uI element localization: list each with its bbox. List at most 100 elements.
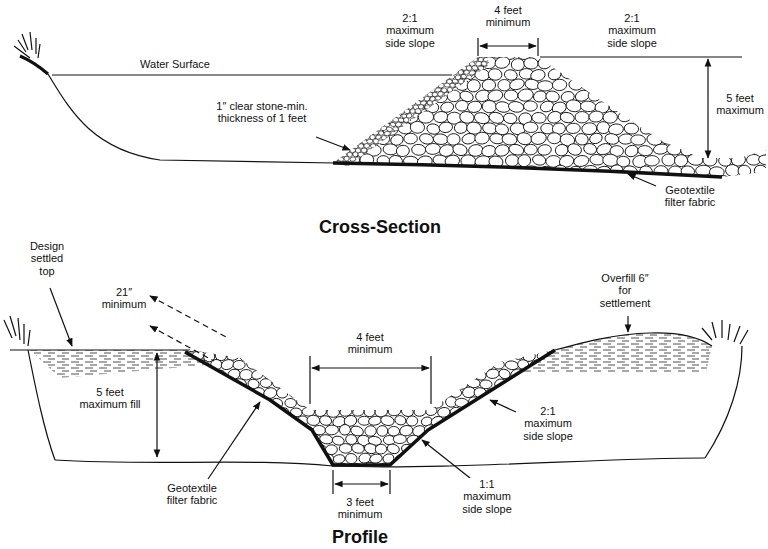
- stone: [554, 339, 569, 353]
- stone: [311, 164, 326, 178]
- stone: [393, 83, 399, 88]
- stone: [340, 74, 346, 79]
- stone: [387, 110, 404, 124]
- stone: [387, 153, 394, 158]
- stone: [271, 472, 282, 482]
- stone: [333, 147, 340, 153]
- stone: [452, 95, 459, 101]
- stone: [432, 48, 439, 54]
- stone: [386, 74, 392, 79]
- stone: [375, 152, 381, 158]
- stone: [339, 77, 354, 91]
- stone: [407, 339, 421, 352]
- stone: [333, 89, 347, 101]
- stone: [361, 175, 376, 187]
- stone: [394, 378, 406, 388]
- stone: [393, 92, 398, 97]
- leader-line: [627, 316, 628, 332]
- stone: [325, 425, 339, 435]
- stone: [302, 351, 314, 361]
- stone: [682, 57, 697, 70]
- stone: [759, 133, 768, 147]
- stone: [457, 139, 464, 145]
- stone: [450, 368, 464, 379]
- stone: [363, 100, 369, 105]
- stone: [398, 74, 404, 80]
- stone: [378, 156, 385, 162]
- stone: [333, 105, 339, 110]
- stone: [195, 395, 211, 408]
- stone: [415, 135, 421, 140]
- stone: [327, 61, 334, 67]
- stone: [341, 48, 347, 53]
- stone: [484, 424, 499, 437]
- stone: [382, 472, 396, 484]
- stone: [412, 96, 418, 102]
- stone: [288, 386, 304, 399]
- stone: [386, 48, 392, 53]
- stone: [324, 83, 330, 88]
- stone: [381, 101, 387, 106]
- stone: [594, 57, 609, 70]
- stone: [463, 121, 470, 127]
- stone: [407, 79, 413, 84]
- stone: [324, 169, 330, 175]
- stone: [639, 78, 655, 92]
- stone: [659, 48, 673, 59]
- dimension-arrow: [312, 367, 429, 368]
- stone: [440, 104, 447, 110]
- stone: [744, 132, 762, 147]
- stone: [313, 332, 325, 343]
- stone: [361, 62, 367, 67]
- stone: [494, 143, 511, 157]
- stone: [551, 36, 567, 49]
- stone: [673, 87, 689, 103]
- stone: [404, 135, 411, 140]
- bank-line: [705, 346, 742, 458]
- stone: [259, 435, 272, 445]
- stone: [450, 117, 456, 122]
- stone: [166, 442, 180, 455]
- stone: [367, 96, 373, 102]
- stone: [381, 59, 395, 71]
- stone: [317, 154, 333, 168]
- stone: [530, 176, 545, 187]
- stone: [455, 100, 469, 111]
- stone: [754, 79, 767, 91]
- stone: [467, 434, 480, 447]
- stone: [330, 135, 336, 141]
- stone: [453, 61, 459, 66]
- stone: [376, 144, 381, 149]
- water-surface-line: [52, 74, 452, 75]
- stone: [510, 445, 523, 454]
- stone: [335, 57, 342, 62]
- stone: [344, 131, 350, 136]
- stone: [378, 113, 384, 119]
- stone: [355, 53, 361, 58]
- stone: [461, 74, 467, 79]
- stone: [576, 68, 592, 80]
- stone: [343, 378, 358, 391]
- stone: [535, 386, 550, 399]
- stone: [290, 332, 302, 343]
- stone: [209, 379, 222, 389]
- stone: [373, 88, 378, 92]
- stone: [246, 416, 260, 428]
- stone: [339, 121, 354, 135]
- stone: [368, 415, 383, 426]
- stone: [372, 53, 378, 58]
- stone: [381, 166, 398, 179]
- stone: [252, 405, 267, 418]
- stone: [715, 132, 731, 145]
- stone: [695, 57, 712, 72]
- stone: [392, 134, 399, 140]
- stone: [453, 157, 459, 162]
- stone: [407, 454, 421, 465]
- stone: [559, 111, 575, 124]
- stone: [438, 101, 444, 105]
- stone: [767, 56, 768, 71]
- grass: [702, 320, 748, 344]
- stone: [330, 48, 337, 53]
- stone: [310, 78, 324, 90]
- stone: [432, 74, 438, 78]
